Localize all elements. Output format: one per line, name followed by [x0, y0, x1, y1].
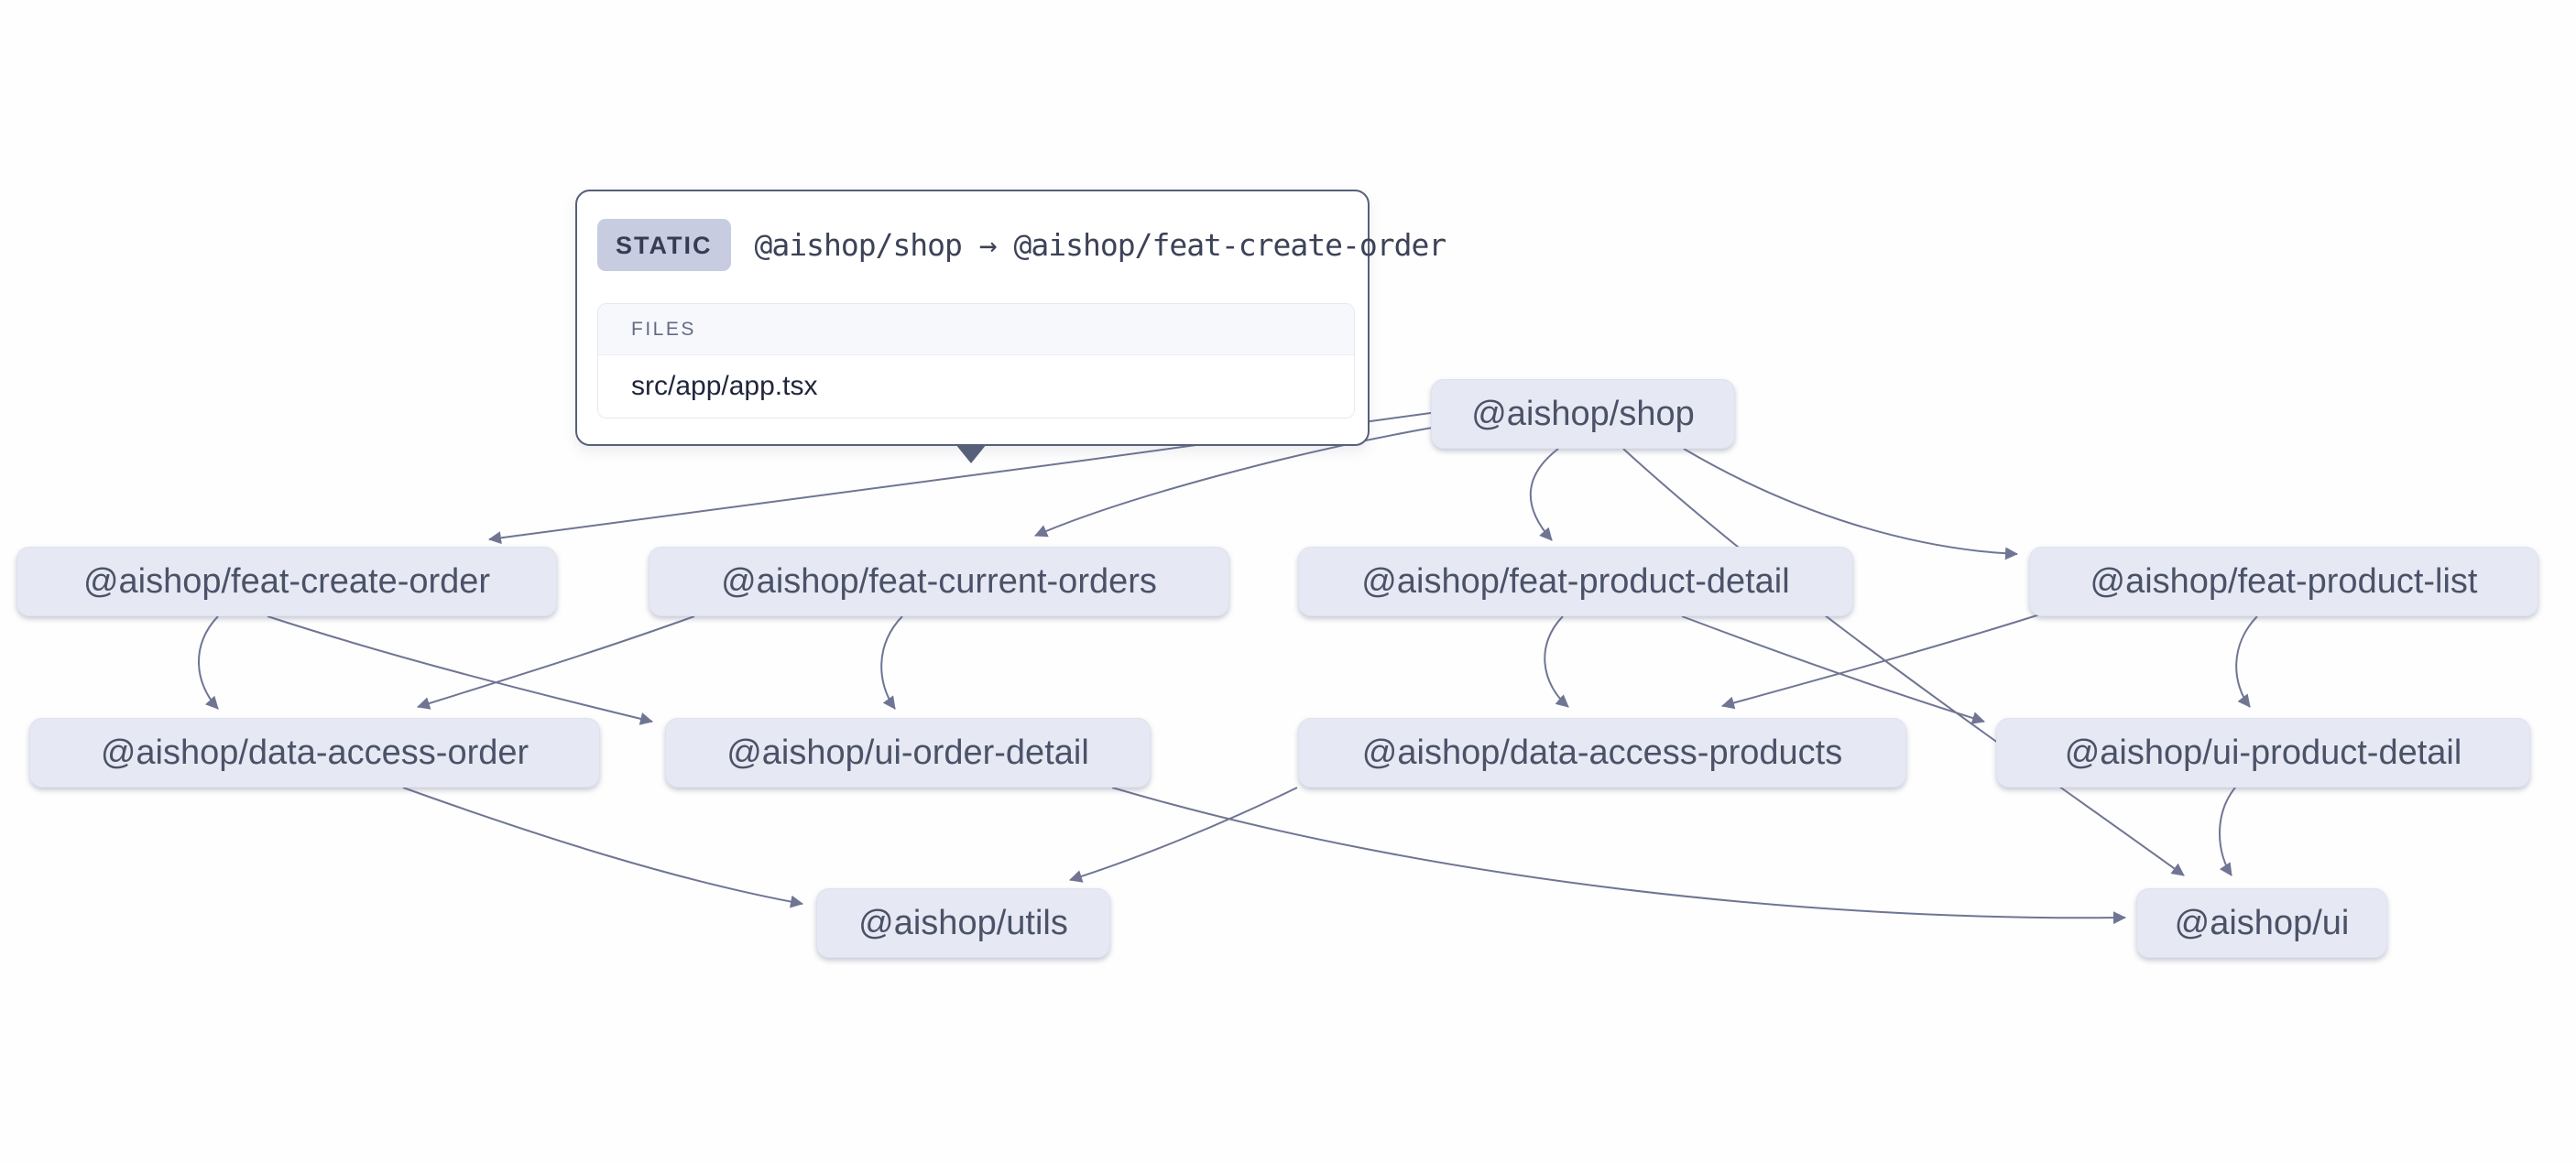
edge-ui-product-detail-ui[interactable]: [2219, 787, 2236, 876]
edge-tooltip-header: STATIC @aishop/shop → @aishop/feat-creat…: [597, 219, 1446, 271]
edge-tooltip: STATIC @aishop/shop → @aishop/feat-creat…: [575, 190, 1446, 446]
graph-node-ui-product-detail[interactable]: @aishop/ui-product-detail: [1996, 718, 2530, 788]
edge-tooltip-files-panel: FILES src/app/app.tsx: [597, 303, 1355, 418]
edge-feat-product-list-data-access-products[interactable]: [1721, 613, 2044, 710]
edge-feat-product-list-ui-product-detail[interactable]: [2235, 615, 2258, 708]
edge-feat-create-order-data-access-order[interactable]: [198, 615, 219, 710]
edge-ui-order-detail-ui[interactable]: [1111, 787, 2126, 925]
edge-feat-current-orders-ui-order-detail[interactable]: [880, 615, 903, 710]
graph-node-feat-product-detail[interactable]: @aishop/feat-product-detail: [1298, 547, 1853, 616]
edge-shop-feat-product-detail[interactable]: [1529, 448, 1559, 541]
edge-feat-create-order-ui-order-detail[interactable]: [267, 615, 653, 725]
edge-data-access-products-utils[interactable]: [1069, 787, 1298, 883]
tooltip-caret-icon: [955, 444, 987, 463]
edge-shop-ui[interactable]: [1622, 448, 2185, 876]
edge-tooltip-title: @aishop/shop → @aishop/feat-create-order: [754, 227, 1447, 263]
edge-type-badge: STATIC: [597, 219, 731, 271]
edge-feat-current-orders-data-access-order[interactable]: [417, 615, 695, 710]
graph-node-feat-current-orders[interactable]: @aishop/feat-current-orders: [649, 547, 1229, 616]
graph-node-shop[interactable]: @aishop/shop: [1431, 379, 1735, 449]
edge-shop-feat-product-list[interactable]: [1683, 448, 2018, 560]
edge-data-access-order-utils[interactable]: [402, 787, 803, 908]
graph-node-data-access-order[interactable]: @aishop/data-access-order: [29, 718, 600, 788]
graph-node-data-access-products[interactable]: @aishop/data-access-products: [1298, 718, 1906, 788]
edge-shop-feat-current-orders[interactable]: [1034, 426, 1438, 538]
files-panel-file-item: src/app/app.tsx: [598, 355, 1354, 418]
graph-node-feat-product-list[interactable]: @aishop/feat-product-list: [2029, 547, 2538, 616]
graph-node-ui-order-detail[interactable]: @aishop/ui-order-detail: [665, 718, 1151, 788]
files-panel-header: FILES: [598, 304, 1354, 355]
edge-feat-product-detail-ui-product-detail[interactable]: [1681, 615, 1985, 724]
graph-node-feat-create-order[interactable]: @aishop/feat-create-order: [16, 547, 557, 616]
graph-node-utils[interactable]: @aishop/utils: [816, 888, 1110, 958]
edge-feat-product-detail-data-access-products[interactable]: [1544, 615, 1569, 708]
graph-node-ui[interactable]: @aishop/ui: [2136, 888, 2387, 958]
